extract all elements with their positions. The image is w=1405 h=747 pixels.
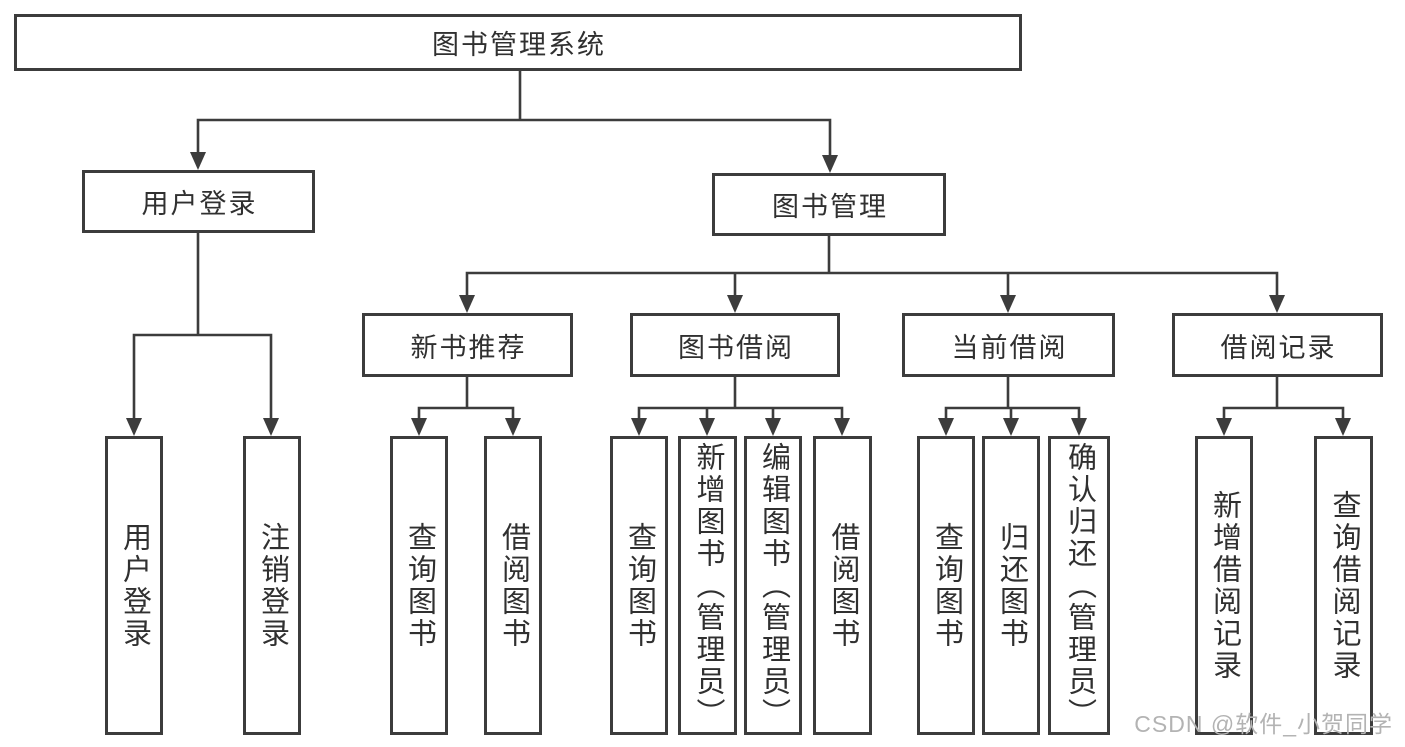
leaf-label: 新增图书（管理员） (692, 441, 724, 730)
leaf-label: 查询借阅记录 (1328, 489, 1360, 682)
arrow-icon (459, 295, 475, 313)
arrow-icon (765, 418, 781, 436)
node-book-borrowing: 图书借阅 (630, 313, 840, 377)
arrowheads (126, 152, 1351, 436)
leaf-label: 注销登录 (256, 521, 289, 650)
arrow-icon (1000, 295, 1016, 313)
arrow-icon (1269, 295, 1285, 313)
leaf-return-book: 归还图书 (982, 436, 1040, 735)
leaf-add-borrow-record: 新增借阅记录 (1195, 436, 1253, 735)
arrow-icon (126, 418, 142, 436)
arrow-icon (505, 418, 521, 436)
leaf-add-book-admin: 新增图书（管理员） (678, 436, 737, 735)
node-user-login: 用户登录 (82, 170, 315, 233)
node-borrow-records: 借阅记录 (1172, 313, 1383, 377)
leaf-borrow-books: 借阅图书 (813, 436, 872, 735)
leaf-query-borrow-record: 查询借阅记录 (1314, 436, 1373, 735)
leaf-edit-book-admin: 编辑图书（管理员） (744, 436, 802, 735)
arrow-icon (263, 418, 279, 436)
leaf-query-books-current: 查询图书 (917, 436, 975, 735)
leaf-label: 借阅图书 (827, 521, 859, 650)
leaf-label: 查询图书 (930, 521, 963, 650)
leaf-label: 确认归还（管理员） (1063, 441, 1096, 730)
connector-path (132, 69, 1345, 426)
leaf-label: 编辑图书（管理员） (757, 441, 790, 730)
arrow-icon (411, 418, 427, 436)
leaf-logout: 注销登录 (243, 436, 301, 735)
node-book-management: 图书管理 (712, 173, 946, 236)
arrow-icon (699, 418, 715, 436)
arrow-icon (1003, 418, 1019, 436)
leaf-query-books-borrowing: 查询图书 (610, 436, 668, 735)
arrow-icon (1071, 418, 1087, 436)
arrow-icon (727, 295, 743, 313)
leaf-label: 用户登录 (118, 521, 151, 650)
arrow-icon (631, 418, 647, 436)
arrow-icon (938, 418, 954, 436)
node-current-borrowing: 当前借阅 (902, 313, 1115, 377)
arrow-icon (822, 155, 838, 173)
arrow-icon (1335, 418, 1351, 436)
leaf-label: 查询图书 (623, 521, 656, 650)
leaf-label: 归还图书 (995, 521, 1028, 650)
arrow-icon (190, 152, 206, 170)
arrow-icon (834, 418, 850, 436)
leaf-borrow-books-recommend: 借阅图书 (484, 436, 542, 735)
leaf-label: 借阅图书 (497, 521, 530, 650)
leaf-query-books-recommend: 查询图书 (390, 436, 448, 735)
leaf-label: 新增借阅记录 (1208, 489, 1241, 682)
arrow-icon (1216, 418, 1232, 436)
leaf-label: 查询图书 (403, 521, 436, 650)
node-library-system: 图书管理系统 (14, 14, 1022, 71)
leaf-confirm-return-admin: 确认归还（管理员） (1048, 436, 1110, 735)
leaf-user-login: 用户登录 (105, 436, 163, 735)
node-new-book-recommend: 新书推荐 (362, 313, 573, 377)
